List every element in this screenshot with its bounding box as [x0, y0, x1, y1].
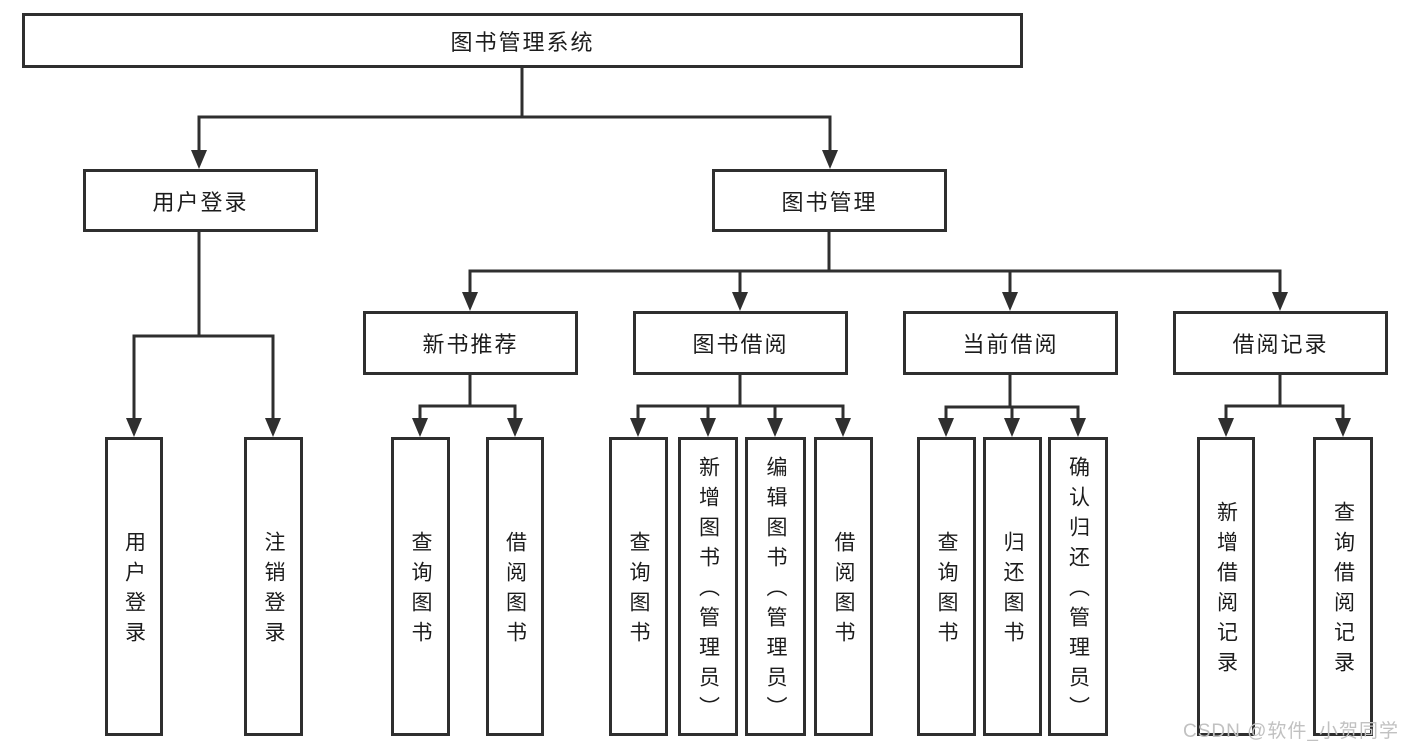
arrow-down-icon: [1004, 418, 1020, 437]
leaf-logout: 注销登录: [244, 437, 303, 736]
leaf-borrow-books: 借阅图书: [814, 437, 873, 736]
leaf-query-borrow-record: 查询借阅记录: [1313, 437, 1373, 736]
arrow-down-icon: [1002, 292, 1018, 311]
arrow-down-icon: [1335, 418, 1351, 437]
leaf-query-books: 查询图书: [391, 437, 450, 736]
leaf-query-books: 查询图书: [917, 437, 976, 736]
node-current-borrow: 当前借阅: [903, 311, 1118, 375]
leaf-add-borrow-record-label: 新增借阅记录: [1214, 501, 1238, 681]
leaf-return-books: 归还图书: [983, 437, 1042, 736]
leaf-borrow-books-label: 借阅图书: [832, 531, 855, 651]
arrow-down-icon: [191, 150, 207, 169]
node-current-borrow-label: 当前借阅: [962, 332, 1059, 357]
leaf-query-books-label: 查询图书: [935, 531, 958, 651]
leaf-query-books: 查询图书: [609, 437, 668, 736]
leaf-add-book-admin: 新增图书（管理员）: [678, 437, 738, 736]
node-new-book-recommend: 新书推荐: [363, 311, 578, 375]
leaf-query-books-label: 查询图书: [627, 531, 650, 651]
arrow-down-icon: [938, 418, 954, 437]
node-borrow-records: 借阅记录: [1173, 311, 1388, 375]
arrow-down-icon: [700, 418, 716, 437]
arrow-down-icon: [630, 418, 646, 437]
node-user-login-label: 用户登录: [152, 189, 249, 215]
leaf-borrow-books: 借阅图书: [486, 437, 544, 736]
node-root-label: 图书管理系统: [450, 29, 595, 55]
leaf-confirm-return-admin: 确认归还（管理员）: [1048, 437, 1108, 736]
arrow-down-icon: [126, 418, 142, 437]
arrow-down-icon: [462, 292, 478, 311]
node-book-borrow-label: 图书借阅: [692, 332, 789, 357]
node-root: 图书管理系统: [22, 13, 1023, 68]
leaf-add-book-admin-label: 新增图书（管理员）: [696, 456, 720, 726]
node-user-login: 用户登录: [83, 169, 318, 232]
arrow-down-icon: [732, 292, 748, 311]
node-new-book-recommend-label: 新书推荐: [422, 332, 519, 357]
arrow-down-icon: [412, 418, 428, 437]
leaf-return-books-label: 归还图书: [1001, 531, 1024, 651]
arrow-down-icon: [265, 418, 281, 437]
leaf-logout-label: 注销登录: [262, 531, 285, 651]
leaf-add-borrow-record: 新增借阅记录: [1197, 437, 1255, 736]
connector-userlogin-to-leaves: [132, 232, 275, 420]
connector-records-to-leaves: [1224, 375, 1345, 420]
connector-lines: [132, 68, 1345, 420]
connector-currentborrow-to-leaves: [944, 375, 1080, 420]
leaf-user-login-label: 用户登录: [122, 531, 146, 651]
arrow-down-icon: [822, 150, 838, 169]
connector-bookborrow-to-leaves: [636, 375, 845, 420]
connector-newbook-to-leaves: [418, 375, 517, 420]
leaf-edit-book-admin: 编辑图书（管理员）: [745, 437, 806, 736]
leaf-borrow-books-label: 借阅图书: [503, 531, 527, 651]
connector-root-to-level2: [197, 68, 832, 152]
arrow-down-icon: [1272, 292, 1288, 311]
node-book-management: 图书管理: [712, 169, 947, 232]
leaf-query-borrow-record-label: 查询借阅记录: [1331, 501, 1355, 681]
arrow-down-icon: [1218, 418, 1234, 437]
arrow-down-icon: [507, 418, 523, 437]
arrow-down-icon: [767, 418, 783, 437]
leaf-confirm-return-admin-label: 确认归还（管理员）: [1066, 456, 1090, 726]
node-book-borrow: 图书借阅: [633, 311, 848, 375]
leaf-user-login: 用户登录: [105, 437, 163, 736]
arrowheads: [126, 150, 1351, 437]
node-book-management-label: 图书管理: [781, 189, 878, 215]
arrow-down-icon: [835, 418, 851, 437]
watermark: CSDN @软件_小贺同学: [1183, 721, 1399, 742]
arrow-down-icon: [1070, 418, 1086, 437]
connector-bookmgmt-to-level3: [468, 232, 1282, 294]
leaf-edit-book-admin-label: 编辑图书（管理员）: [764, 456, 787, 726]
node-borrow-records-label: 借阅记录: [1232, 332, 1329, 357]
leaf-query-books-label: 查询图书: [409, 531, 432, 651]
